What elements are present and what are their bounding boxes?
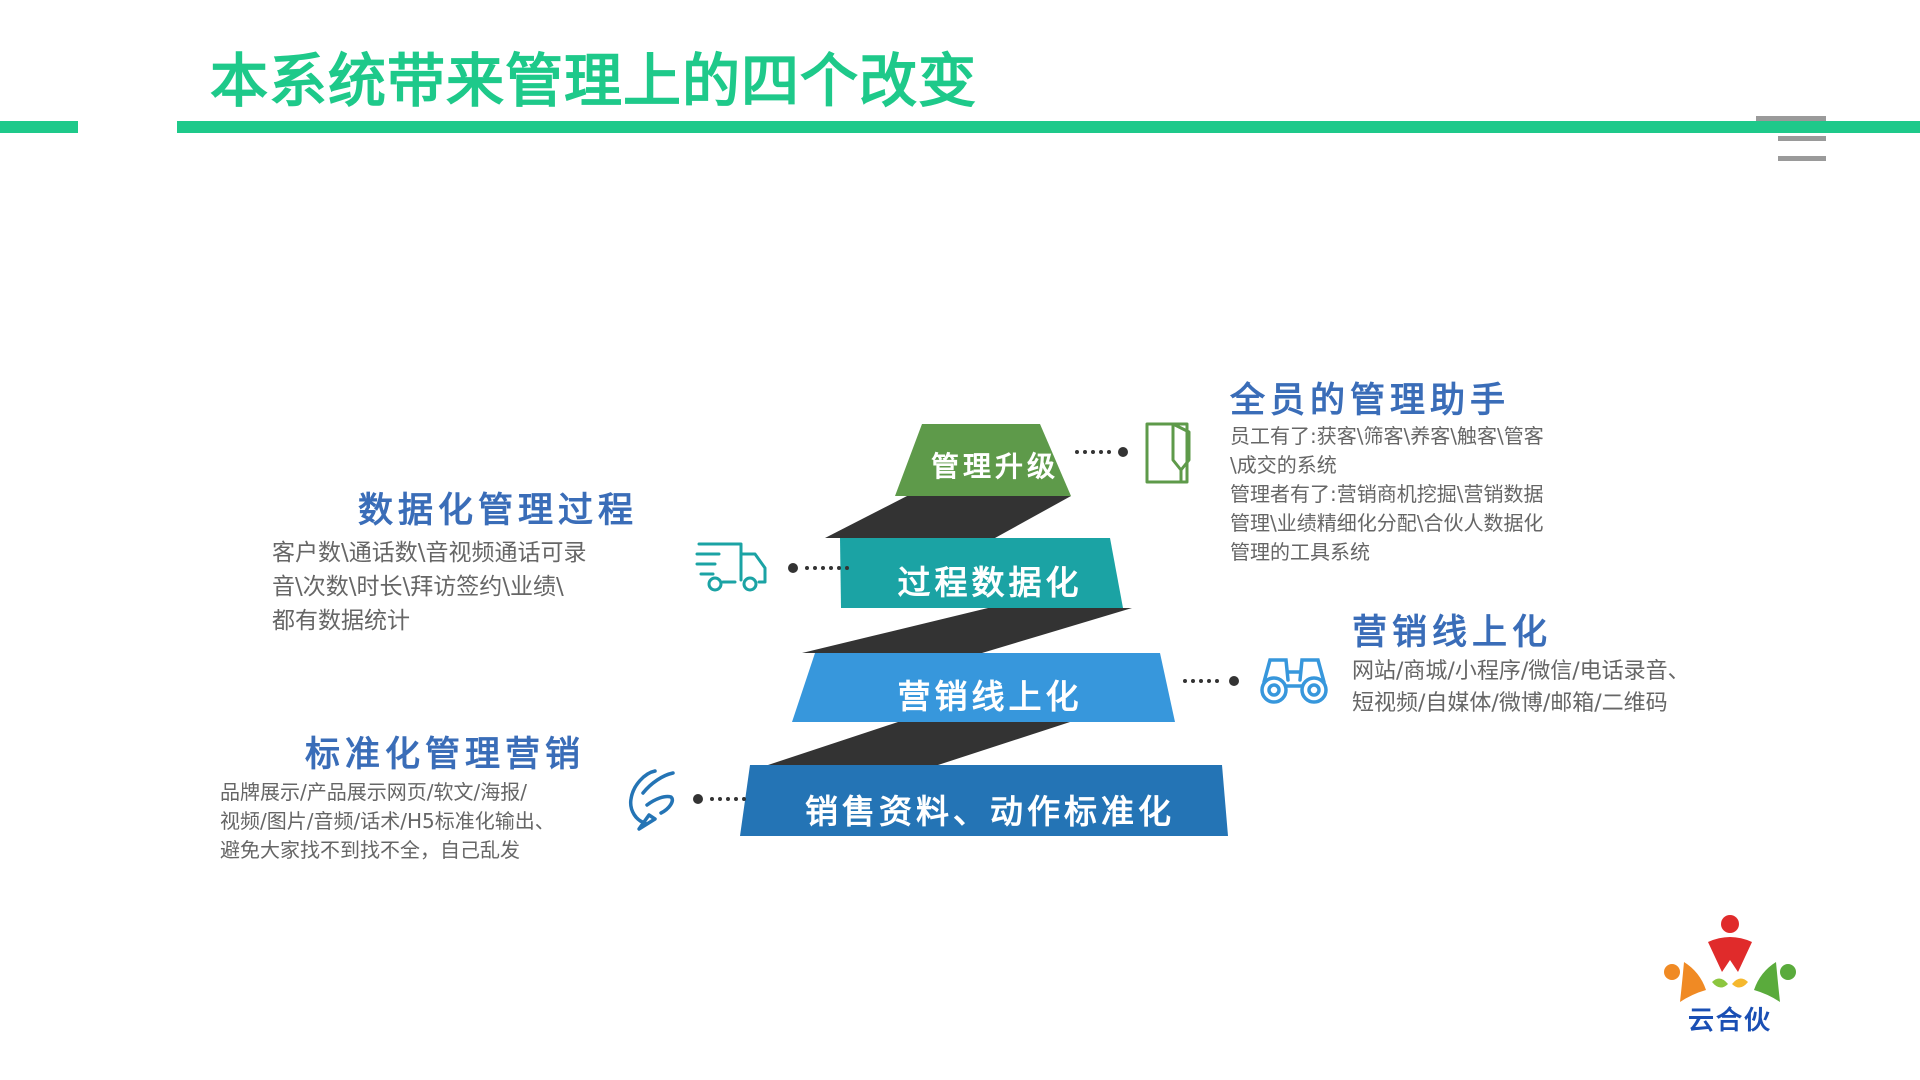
data-process-text: 客户数\通话数\音视频通话可录 音\次数\时长\拜访签约\业绩\ 都有数据统计	[272, 536, 587, 638]
data-process-heading: 数据化管理过程	[358, 491, 639, 531]
connector-dots-top	[1075, 447, 1128, 457]
connector-dots-right	[1183, 676, 1239, 686]
online-marketing-heading: 营销线上化	[1352, 613, 1553, 653]
management-assistant-line: 管理的工具系统	[1230, 540, 1370, 564]
tier-shape-4	[740, 765, 1228, 836]
online-marketing-line: 网站/商城/小程序/微信/电话录音、	[1352, 659, 1690, 684]
tier-shape-2	[840, 538, 1123, 608]
data-process-line: 客户数\通话数\音视频通话可录	[272, 540, 587, 566]
pen-hand-icon	[628, 769, 675, 831]
connector-dots-left-2	[693, 794, 746, 804]
logo-figures-icon	[1664, 915, 1796, 1002]
connector-band-3	[768, 722, 1070, 765]
page-title: 本系统带来管理上的四个改变	[210, 47, 978, 115]
tier-shape-3	[792, 653, 1175, 722]
data-process-line: 音\次数\时长\拜访签约\业绩\	[272, 574, 564, 600]
online-marketing-line: 短视频/自媒体/微博/邮箱/二维码	[1352, 691, 1668, 716]
online-marketing-text: 网站/商城/小程序/微信/电话录音、 短视频/自媒体/微博/邮箱/二维码	[1352, 656, 1690, 720]
management-assistant-line: 员工有了:获客\筛客\养客\触客\管客	[1230, 424, 1544, 448]
standardized-marketing-heading: 标准化管理营销	[305, 735, 586, 775]
logo-text: 云合伙	[1687, 1006, 1772, 1036]
truck-icon	[695, 542, 767, 592]
header-bar-left	[0, 121, 78, 133]
management-assistant-text: 员工有了:获客\筛客\养客\触客\管客 \成交的系统 管理者有了:营销商机挖掘\…	[1230, 422, 1544, 567]
connector-band-1	[825, 496, 1071, 538]
tier-label-3: 营销线上化	[897, 677, 1083, 716]
menu-icon[interactable]	[1756, 114, 1826, 164]
tier-shape-1	[895, 424, 1071, 496]
management-assistant-heading: 全员的管理助手	[1230, 381, 1511, 421]
standardized-marketing-line: 避免大家找不到找不全，自己乱发	[220, 838, 520, 862]
binoculars-icon	[1260, 658, 1328, 704]
data-process-line: 都有数据统计	[272, 608, 410, 634]
connector-band-2	[802, 608, 1132, 653]
tier-label-4: 销售资料、动作标准化	[805, 792, 1175, 831]
pyramid-diagram	[740, 424, 1228, 836]
header-bar-main	[177, 121, 1920, 133]
tier-label-2: 过程数据化	[897, 563, 1083, 602]
standardized-marketing-line: 视频/图片/音频/话术/H5标准化输出、	[220, 809, 555, 833]
tier-label-1: 管理升级	[930, 450, 1059, 483]
brand-logo: 云合伙	[1652, 912, 1808, 1036]
management-assistant-line: \成交的系统	[1230, 453, 1337, 477]
management-assistant-line: 管理者有了:营销商机挖掘\营销数据	[1230, 482, 1544, 506]
standardized-marketing-text: 品牌展示/产品展示网页/软文/海报/ 视频/图片/音频/话术/H5标准化输出、 …	[220, 778, 555, 865]
connector-dots-left-1	[788, 563, 849, 573]
door-icon	[1145, 422, 1191, 484]
management-assistant-line: 管理\业绩精细化分配\合伙人数据化	[1230, 511, 1544, 535]
standardized-marketing-line: 品牌展示/产品展示网页/软文/海报/	[220, 780, 527, 804]
